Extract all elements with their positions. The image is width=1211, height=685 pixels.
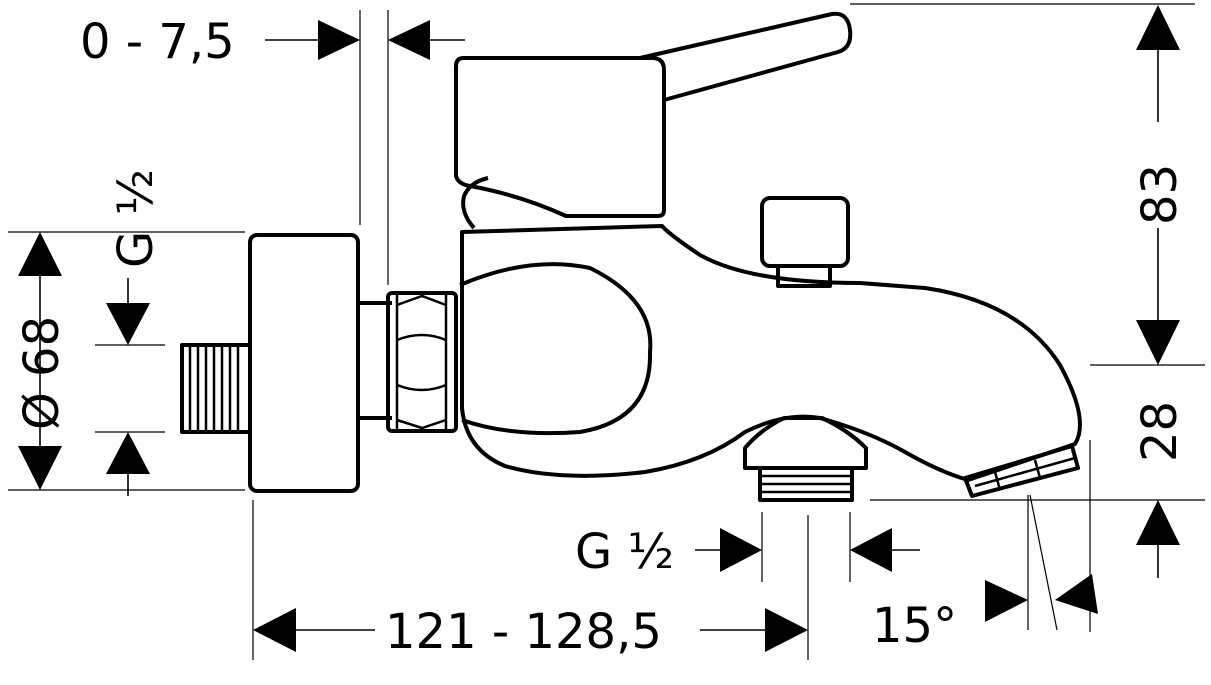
arrow-up-icon xyxy=(1136,5,1180,50)
arrow-up-icon xyxy=(18,232,62,276)
arrow-right-icon xyxy=(720,528,762,572)
label-gap-range: 0 - 7,5 xyxy=(80,14,235,70)
dimension-height-spout: 28 xyxy=(1132,401,1188,578)
label-thread-inlet: G ½ xyxy=(108,169,164,268)
handle-neck xyxy=(461,176,489,230)
label-thread-outlet: G ½ xyxy=(575,524,674,580)
dimension-length: 121 - 128,5 xyxy=(253,604,808,660)
outlet-thread-stub xyxy=(743,416,868,502)
spout-aerator xyxy=(963,444,1080,498)
arrow-down-icon xyxy=(106,303,150,345)
wall-rosette xyxy=(248,233,360,493)
label-diameter: Ø 68 xyxy=(14,316,70,430)
label-height-spout: 28 xyxy=(1132,401,1188,462)
lever-handle xyxy=(454,11,853,218)
faucet-main-body xyxy=(460,224,1082,482)
label-length-range: 121 - 128,5 xyxy=(385,604,662,660)
diverter-knob xyxy=(760,196,850,288)
dimension-inlet-thread: G ½ xyxy=(106,169,164,496)
arrow-up-icon xyxy=(1136,500,1180,545)
arrow-left-icon xyxy=(253,608,296,652)
dimension-height-top: 83 xyxy=(1132,5,1188,365)
dimension-spout-angle: 15° xyxy=(872,574,1098,654)
arrow-right-icon xyxy=(318,20,360,60)
arrow-left-icon xyxy=(388,20,430,60)
dimension-outlet-thread: G ½ xyxy=(575,524,920,580)
body-hub xyxy=(459,262,653,436)
arrow-up-icon xyxy=(106,432,150,474)
arrow-down-icon xyxy=(18,446,62,490)
dimension-gap: 0 - 7,5 xyxy=(80,14,465,70)
dimension-diameter: Ø 68 xyxy=(14,232,70,490)
hex-nut xyxy=(386,291,458,433)
extension-lines xyxy=(8,3,1205,660)
inlet-thread-stub xyxy=(180,343,248,434)
arrow-right-icon xyxy=(985,580,1028,622)
arrow-left-icon xyxy=(1055,574,1098,614)
arrow-right-icon xyxy=(765,608,808,652)
label-spout-angle: 15° xyxy=(872,598,957,654)
faucet-body xyxy=(180,11,1082,502)
arrow-left-icon xyxy=(850,528,892,572)
arrow-down-icon xyxy=(1136,320,1180,365)
label-height-top: 83 xyxy=(1132,164,1188,225)
